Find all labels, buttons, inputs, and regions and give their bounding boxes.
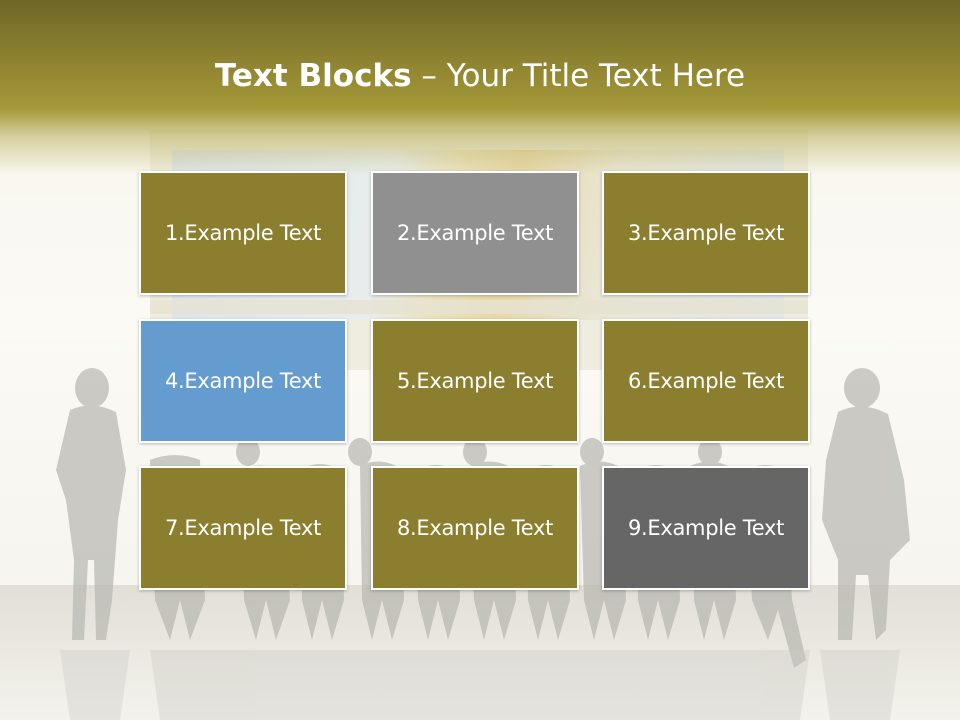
- text-block-7[interactable]: 7.Example Text: [139, 466, 347, 590]
- text-block-3[interactable]: 3.Example Text: [602, 171, 810, 295]
- slide-title: Text Blocks – Your Title Text Here: [0, 55, 960, 97]
- text-block-label: 5.Example Text: [396, 369, 554, 393]
- title-rest: Your Title Text Here: [446, 58, 746, 94]
- title-dash: –: [411, 58, 447, 94]
- text-block-4[interactable]: 4.Example Text: [139, 319, 347, 443]
- text-block-label: 1.Example Text: [164, 221, 322, 245]
- text-block-9[interactable]: 9.Example Text: [602, 466, 810, 590]
- text-block-label: 8.Example Text: [396, 516, 554, 540]
- text-block-label: 3.Example Text: [627, 221, 785, 245]
- text-block-label: 2.Example Text: [396, 221, 554, 245]
- text-block-label: 6.Example Text: [627, 369, 785, 393]
- text-block-6[interactable]: 6.Example Text: [602, 319, 810, 443]
- text-block-1[interactable]: 1.Example Text: [139, 171, 347, 295]
- text-block-label: 4.Example Text: [164, 369, 322, 393]
- title-bold-part: Text Blocks: [214, 58, 412, 94]
- text-block-5[interactable]: 5.Example Text: [371, 319, 579, 443]
- header-band: [0, 0, 960, 175]
- background-window-sill: [150, 300, 808, 314]
- text-block-2[interactable]: 2.Example Text: [371, 171, 579, 295]
- text-block-label: 7.Example Text: [164, 516, 322, 540]
- text-block-8[interactable]: 8.Example Text: [371, 466, 579, 590]
- text-block-label: 9.Example Text: [627, 516, 785, 540]
